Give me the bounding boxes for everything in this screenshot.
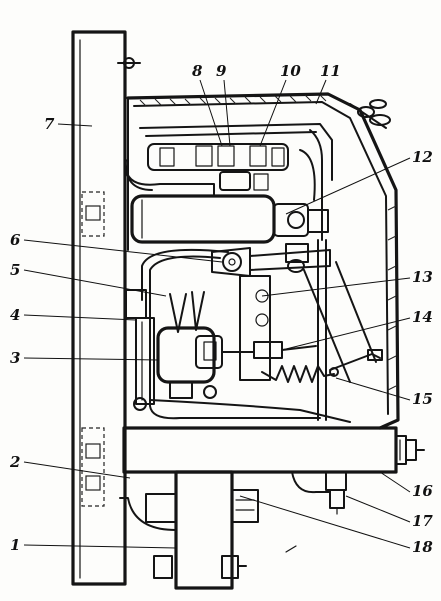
callout-17: 17 [412,512,433,530]
callout-9: 9 [216,62,227,80]
callout-13: 13 [412,268,433,286]
lever-plate [239,275,317,381]
callout-1: 1 [10,536,20,554]
upper-contact-block [124,123,333,241]
callout-7: 7 [44,115,55,133]
pivot-assembly [211,243,331,277]
callout-10: 10 [280,62,301,80]
wing-nut [349,99,391,129]
callout-14: 14 [412,308,433,326]
mounting-plate [71,30,141,586]
lower-terminal-block [119,470,347,590]
wiring-harness [141,248,351,423]
tension-spring [261,365,335,383]
callout-2: 2 [9,453,20,471]
callout-labels: 1 2 3 4 5 6 7 8 9 10 11 12 13 14 15 16 1… [9,62,433,556]
callout-12: 12 [412,148,433,166]
callout-16: 16 [412,482,433,500]
callout-11: 11 [320,62,341,80]
coil-cylinder [130,194,329,244]
leader-lines [23,79,411,549]
linkage-rods [303,239,383,421]
callout-18: 18 [412,538,433,556]
contact-assembly [125,289,255,411]
callout-4: 4 [10,306,20,324]
callout-3: 3 [10,349,20,367]
callout-8: 8 [192,62,203,80]
base-bar [122,426,425,474]
callout-6: 6 [10,231,21,249]
callout-15: 15 [412,390,433,408]
callout-5: 5 [10,261,20,279]
